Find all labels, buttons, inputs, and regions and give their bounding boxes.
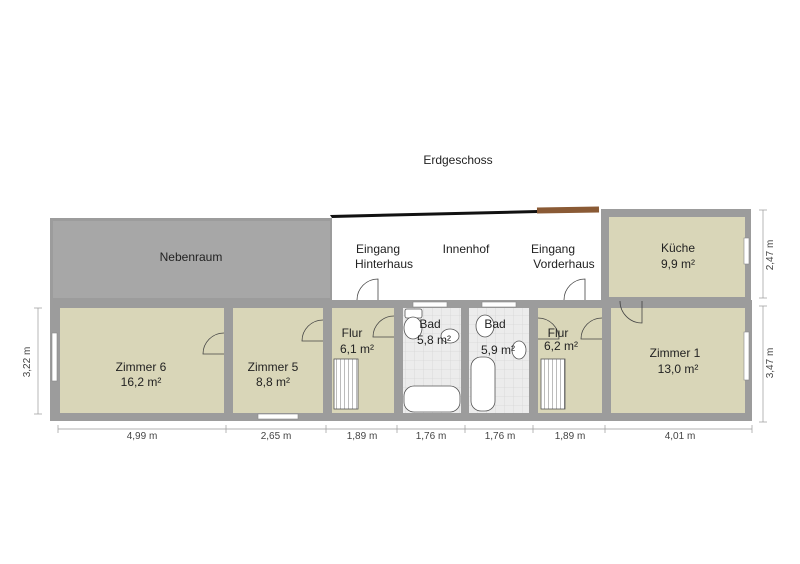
courtyard-fence: [536, 206, 600, 214]
bad-right-window: [481, 301, 517, 308]
dim-flur-right: 1,89 m: [555, 431, 586, 442]
dim-zimmer1: 4,01 m: [665, 431, 696, 442]
flur-right-area: 6,2 m²: [544, 339, 578, 353]
flur-right-stairs: [540, 358, 566, 410]
zimmer6-window: [51, 332, 58, 382]
dim-bad-right: 1,76 m: [485, 431, 516, 442]
eingang-vorderhaus-label-2: Vorderhaus: [533, 257, 594, 271]
zimmer6-room: [60, 308, 224, 413]
dim-bad-left: 1,76 m: [416, 431, 447, 442]
kueche-door: [619, 300, 643, 324]
bad-right-label: Bad: [484, 317, 505, 331]
zimmer6-door: [202, 332, 225, 355]
flur-left-entry-door: [356, 278, 379, 301]
flur-right-entry-door: [563, 278, 586, 301]
eingang-hinterhaus-label-1: Eingang: [356, 242, 400, 256]
bad-left-toilet-icon: [403, 316, 423, 340]
dimension-lines: [37, 210, 764, 430]
bad-right-sink-icon: [511, 340, 527, 360]
zimmer5-room: [233, 308, 323, 413]
bad-left-window: [412, 301, 448, 308]
dimension-ticks: [34, 209, 767, 433]
zimmer6-label: Zimmer 6: [116, 360, 167, 374]
dim-zimmer5: 2,65 m: [261, 431, 292, 442]
flur-right-bath-door: [537, 317, 560, 340]
bad-left-sink-icon: [440, 328, 460, 344]
zimmer6-area: 16,2 m²: [121, 375, 162, 389]
nebenraum-label: Nebenraum: [160, 250, 223, 264]
bad-left-label: Bad: [419, 317, 440, 331]
bad-left-bathtub-icon: [403, 385, 461, 413]
bad-left-area: 5,8 m²: [417, 333, 451, 347]
bad-right-area: 5,9 m²: [481, 343, 515, 357]
dim-kueche-height: 2,47 m: [765, 240, 776, 271]
flur-right-label: Flur: [548, 326, 569, 340]
flur-left-label: Flur: [342, 326, 363, 340]
kueche-label: Küche: [661, 241, 695, 255]
dim-zimmer1-height: 3,47 m: [765, 348, 776, 379]
zimmer1-room: [611, 308, 745, 413]
kueche-room: [609, 217, 745, 297]
zimmer1-area: 13,0 m²: [658, 362, 699, 376]
eingang-vorderhaus-label-1: Eingang: [531, 242, 575, 256]
dim-zimmer6: 4,99 m: [127, 431, 158, 442]
bad-right-toilet-icon: [475, 314, 495, 338]
zimmer5-area: 8,8 m²: [256, 375, 290, 389]
innenhof-label: Innenhof: [443, 242, 490, 256]
flur-left-bath-door: [372, 315, 395, 338]
dim-flur-left: 1,89 m: [347, 431, 378, 442]
eingang-hinterhaus-label-2: Hinterhaus: [355, 257, 413, 271]
zimmer1-label: Zimmer 1: [650, 346, 701, 360]
flur-right-room-door: [580, 317, 603, 340]
nebenraum-room: [53, 221, 330, 298]
zimmer5-label: Zimmer 5: [248, 360, 299, 374]
plan-title: Erdgeschoss: [423, 153, 492, 167]
zimmer5-window: [257, 413, 299, 420]
kueche-window: [743, 237, 750, 265]
flur-left-stairs: [333, 358, 359, 410]
kueche-area: 9,9 m²: [661, 257, 695, 271]
flur-left-area: 6,1 m²: [340, 342, 374, 356]
dim-left-height: 3,22 m: [22, 347, 33, 378]
zimmer5-door: [301, 319, 324, 342]
zimmer1-window: [743, 331, 750, 381]
bad-right-bathtub-icon: [470, 356, 496, 412]
courtyard-boundary: [330, 210, 538, 218]
